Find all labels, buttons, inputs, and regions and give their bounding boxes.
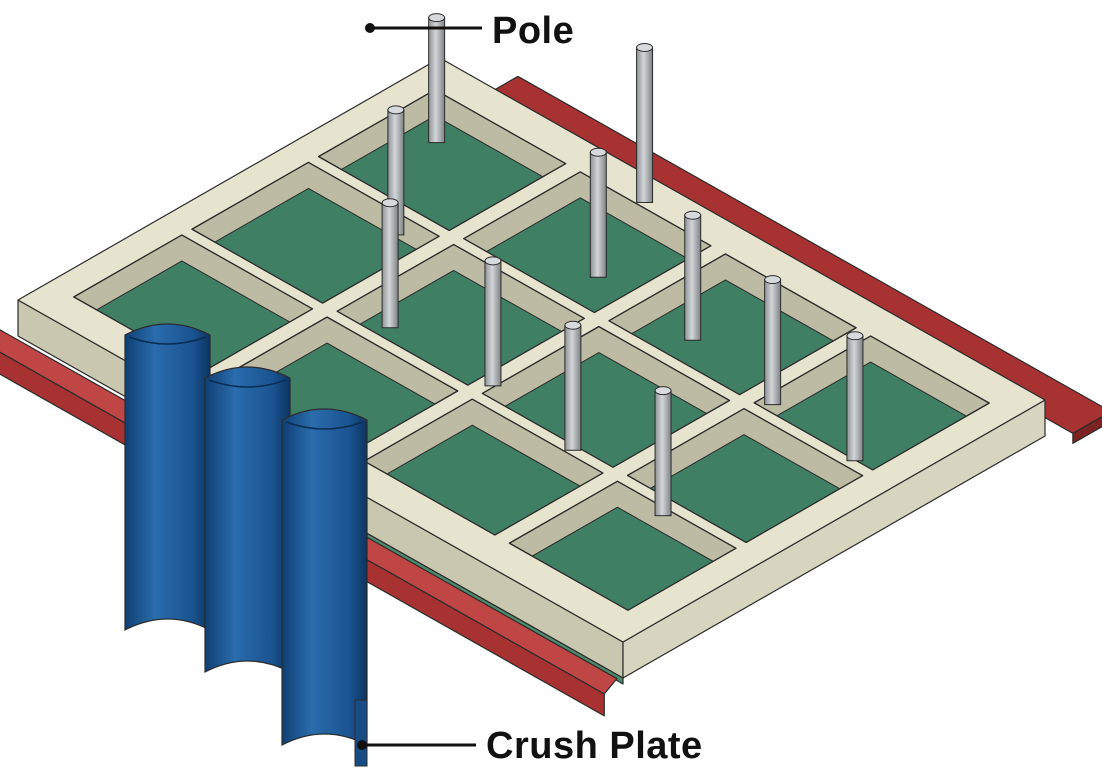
pole-label: Pole	[492, 10, 575, 52]
pole-shaft	[684, 214, 702, 341]
pole	[564, 320, 582, 451]
cell-rim	[508, 480, 737, 611]
pole	[484, 256, 502, 387]
pole-top	[684, 210, 702, 220]
pole-shaft	[589, 151, 607, 278]
pole-top	[564, 320, 582, 330]
cell-rim	[753, 335, 990, 471]
pole	[654, 386, 672, 517]
pole-top	[636, 42, 654, 52]
cell-rim	[317, 89, 567, 232]
pole-shaft	[846, 335, 864, 462]
crush-plate-segment	[204, 366, 291, 673]
pole-shaft	[484, 260, 502, 387]
base-plate-back-edge	[1072, 415, 1102, 444]
pole-top	[846, 331, 864, 341]
pole-shaft	[428, 17, 446, 144]
pole-top	[428, 13, 446, 23]
pole-top	[764, 275, 782, 285]
crush-plate-inner-edge	[208, 379, 287, 388]
crush-plate-inner-edge	[128, 336, 207, 345]
pole-shaft	[564, 324, 582, 451]
cell-rim	[463, 171, 712, 314]
pole	[381, 198, 399, 329]
cell-rim	[481, 325, 731, 468]
pole-top	[381, 198, 399, 208]
cell-rim	[608, 253, 857, 396]
pole-top	[589, 147, 607, 157]
crush-plate-leader-dot	[357, 740, 367, 750]
callouts-layer	[357, 23, 482, 750]
crush-plate-shell	[124, 323, 211, 631]
pole	[636, 42, 654, 203]
pole-leader-dot	[365, 23, 375, 33]
crush-plate-label: Crush Plate	[486, 725, 703, 767]
pole-shaft	[764, 279, 782, 406]
pole-shaft	[636, 46, 654, 203]
pole	[846, 331, 864, 462]
pole	[589, 147, 607, 278]
crush-plate-segment	[124, 323, 211, 631]
crush-plate-inner-edge	[285, 421, 364, 430]
crush-plate-flange	[354, 699, 368, 767]
pole	[764, 275, 782, 406]
cell-rim	[336, 243, 585, 386]
pole-shaft	[381, 202, 399, 329]
crush-plate-shell	[281, 408, 368, 746]
pole-shaft	[654, 390, 672, 517]
crush-plate-shell	[204, 366, 291, 673]
pole-top	[387, 105, 405, 115]
crush-plate-layer	[124, 323, 368, 767]
pole-top	[654, 386, 672, 396]
pole	[428, 13, 446, 144]
poles-layer	[381, 13, 864, 517]
cell-rim	[363, 398, 604, 536]
crush-plate-segment	[281, 408, 368, 746]
pole	[684, 210, 702, 341]
pole-top	[484, 256, 502, 266]
